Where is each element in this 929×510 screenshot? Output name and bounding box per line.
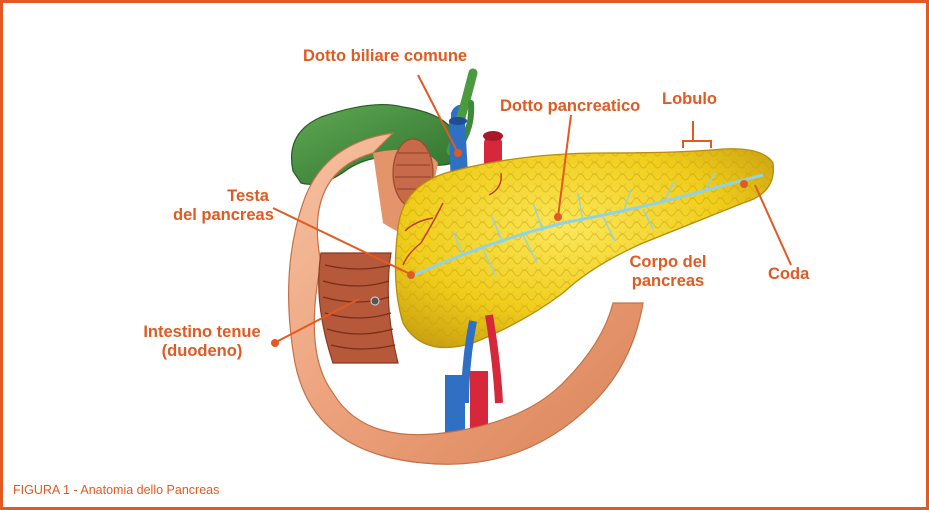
label-common-bile-duct: Dotto biliare comune [303,47,467,66]
label-tail: Coda [768,265,809,284]
label-small-intestine: Intestino tenue (duodeno) [131,323,273,361]
pancreas-illustration [3,3,929,510]
figure-caption: FIGURA 1 - Anatomia dello Pancreas [13,483,219,497]
pancreas [395,149,773,348]
label-pancreatic-duct: Dotto pancreatico [500,97,640,116]
label-pancreas-body: Corpo del pancreas [622,253,714,291]
label-pancreas-head: Testa del pancreas [173,187,269,225]
label-lobule: Lobulo [662,90,717,109]
